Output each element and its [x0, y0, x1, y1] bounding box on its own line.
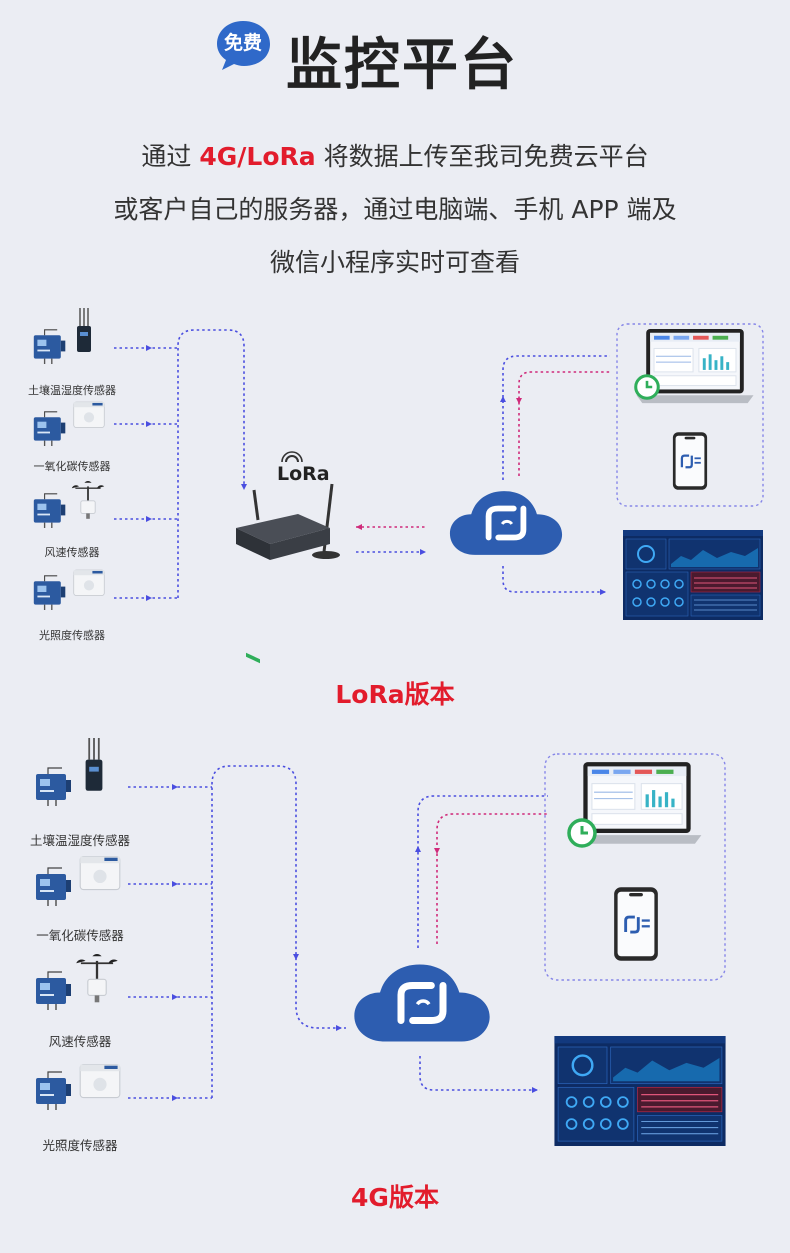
page-title: 监控平台 [286, 33, 518, 98]
client-group-box [616, 323, 764, 507]
clock-icon [634, 374, 660, 400]
sensor-box-icon [33, 493, 66, 528]
soil-probe-icon [84, 738, 104, 792]
clock-icon [567, 818, 597, 848]
sensor-box-icon [33, 575, 66, 610]
sensor-box-icon [35, 971, 72, 1010]
phone-icon [672, 430, 708, 492]
sensor-label: 一氧化碳传感器 [33, 460, 111, 473]
light-sensor-icon [73, 569, 105, 597]
sensor-box-icon [35, 1071, 72, 1110]
description-line-2: 或客户自己的服务器，通过电脑端、手机 APP 端及 [113, 195, 677, 224]
co-sensor-icon [73, 401, 105, 429]
free-badge: 免费 [216, 19, 274, 70]
sensor-label: 一氧化碳传感器 [36, 928, 124, 943]
desc-highlight: 4G/LoRa [199, 142, 316, 171]
lora-gateway-icon [236, 451, 340, 664]
phone-icon [613, 885, 659, 963]
client-group-box [544, 753, 726, 981]
badge-text: 免费 [223, 32, 262, 54]
sensor-label: 土壤温湿度传感器 [28, 384, 116, 397]
description-line-3: 微信小程序实时可查看 [269, 248, 520, 277]
cloud-icon [354, 965, 489, 1042]
desc-text: 将数据上传至我司免费云平台 [315, 142, 649, 171]
co-sensor-icon [79, 856, 121, 891]
sensor-label: 光照度传感器 [39, 629, 105, 642]
anemometer-icon [75, 952, 119, 1004]
sensor-box-icon [33, 411, 66, 446]
fourg-version-label: 4G版本 [351, 1183, 439, 1212]
dashboard-screen-icon [622, 530, 764, 620]
sensor-box-icon [33, 329, 66, 364]
sensor-label: 光照度传感器 [42, 1138, 118, 1153]
sensor-label: 土壤温湿度传感器 [29, 833, 130, 848]
sensor-box-icon [35, 767, 72, 806]
soil-probe-icon [76, 308, 92, 353]
lora-diagram [33, 308, 764, 664]
badge-bubble-icon [217, 21, 270, 70]
sensor-box-icon [35, 867, 72, 906]
lora-version-label: LoRa版本 [335, 680, 455, 709]
light-sensor-icon [79, 1064, 121, 1099]
lora-gateway-label: LoRa [277, 463, 330, 485]
anemometer-icon [70, 480, 106, 520]
cloud-icon [450, 491, 562, 555]
dashboard-screen-icon [553, 1036, 727, 1146]
desc-text: 通过 [141, 142, 200, 171]
sensor-label: 风速传感器 [44, 546, 100, 559]
sensor-label: 风速传感器 [48, 1034, 112, 1049]
fourg-diagram [35, 738, 727, 1146]
description-line-1: 通过 4G/LoRa 将数据上传至我司免费云平台 [0, 144, 790, 169]
